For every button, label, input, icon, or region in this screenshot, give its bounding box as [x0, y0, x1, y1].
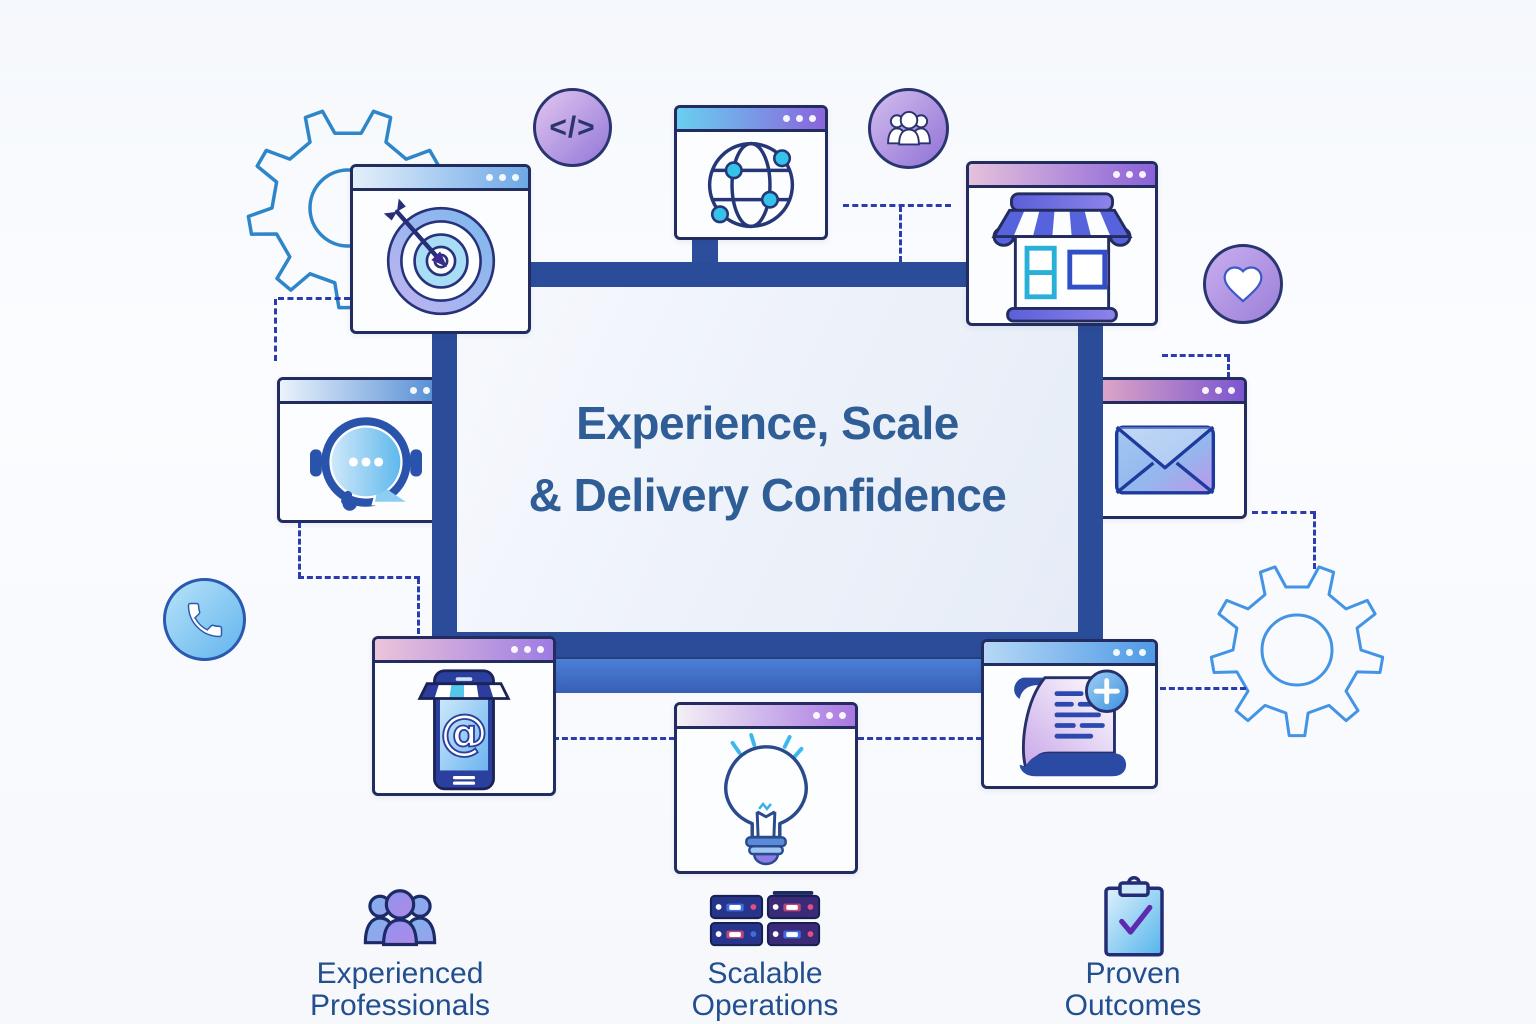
storefront-icon: [991, 192, 1133, 323]
connector-dash: [298, 576, 420, 579]
feature-line: Proven: [1085, 957, 1181, 990]
window-titlebar: [677, 705, 855, 729]
connector-dash: [553, 737, 675, 740]
people-badge: [868, 88, 949, 169]
feature-line: Outcomes: [1064, 989, 1202, 1023]
feature-line: Scalable: [707, 957, 823, 990]
heart-icon: [1223, 266, 1263, 303]
server-rack-icon: [709, 891, 821, 947]
feature-line: Experienced: [316, 957, 484, 990]
feature-line: Operations: [691, 989, 839, 1023]
window-titlebar: [375, 639, 553, 663]
people-group-icon: [886, 110, 931, 145]
clipboard-check-icon: [1104, 876, 1164, 957]
window-titlebar: [1085, 380, 1244, 404]
window-titlebar: [969, 164, 1155, 188]
window-titlebar: [984, 642, 1155, 666]
window-dot: [524, 646, 531, 653]
phone-badge: [163, 578, 246, 661]
svg-text:@: @: [440, 704, 488, 760]
chat-window: [277, 377, 455, 523]
storefront-window: [966, 161, 1158, 326]
gear-icon: [1209, 565, 1385, 738]
feature-label-experienced-professionals: Experienced Professionals: [250, 957, 550, 1023]
connector-dash: [274, 299, 277, 361]
email-window: [1082, 377, 1247, 519]
window-dot: [486, 174, 493, 181]
window-dot: [1126, 649, 1133, 656]
document-scroll-icon: [1013, 669, 1128, 777]
connector-dash: [1160, 687, 1246, 690]
feature-line: Professionals: [309, 989, 491, 1023]
window-dot: [813, 712, 820, 719]
window-dot: [423, 387, 430, 394]
connector-dash: [858, 737, 982, 740]
window-dot: [1113, 171, 1120, 178]
connector-dash: [1252, 511, 1316, 514]
feature-label-scalable-operations: Scalable Operations: [615, 957, 915, 1023]
window-titlebar: [353, 167, 528, 191]
globe-network-icon: [707, 141, 795, 228]
monitor-base: [458, 657, 1078, 693]
idea-window: [674, 702, 858, 874]
window-dot: [1139, 649, 1146, 656]
connector-dash: [278, 297, 350, 300]
chat-support-icon: [310, 417, 422, 511]
window-dot: [1202, 387, 1209, 394]
window-dot: [1228, 387, 1235, 394]
phone-icon: [187, 602, 222, 637]
connector-stub: [692, 238, 718, 266]
window-dot: [1113, 649, 1120, 656]
connector-dash: [298, 522, 301, 578]
window-dot: [1215, 387, 1222, 394]
lightbulb-icon: [724, 733, 808, 866]
globe-window: [674, 105, 828, 240]
connector-dash: [843, 204, 951, 207]
window-dot: [512, 174, 519, 181]
window-dot: [809, 115, 816, 122]
target-window: [350, 164, 531, 334]
code-icon: </>: [549, 110, 596, 144]
document-window: [981, 639, 1158, 789]
window-dot: [839, 712, 846, 719]
email-envelope-icon: [1114, 425, 1215, 495]
heart-badge: [1203, 244, 1283, 324]
connector-dash: [1162, 354, 1230, 357]
window-dot: [826, 712, 833, 719]
connector-dash: [417, 578, 420, 634]
window-dot: [1126, 171, 1133, 178]
target-arrow-icon: [383, 198, 495, 316]
window-titlebar: [677, 108, 825, 132]
window-dot: [511, 646, 518, 653]
connector-dash: [1227, 356, 1230, 378]
connector-dash: [1313, 513, 1316, 569]
window-dot: [1139, 171, 1146, 178]
connector-dash: [899, 206, 902, 262]
window-dot: [796, 115, 803, 122]
code-badge: </>: [533, 88, 612, 167]
people-group-icon: [363, 889, 437, 947]
mobile-window: @: [372, 636, 556, 796]
window-dot: [537, 646, 544, 653]
window-dot: [499, 174, 506, 181]
mobile-commerce-icon: @: [417, 669, 511, 791]
window-dot: [783, 115, 790, 122]
window-titlebar: [280, 380, 452, 404]
feature-label-proven-outcomes: Proven Outcomes: [983, 957, 1283, 1023]
window-dot: [410, 387, 417, 394]
